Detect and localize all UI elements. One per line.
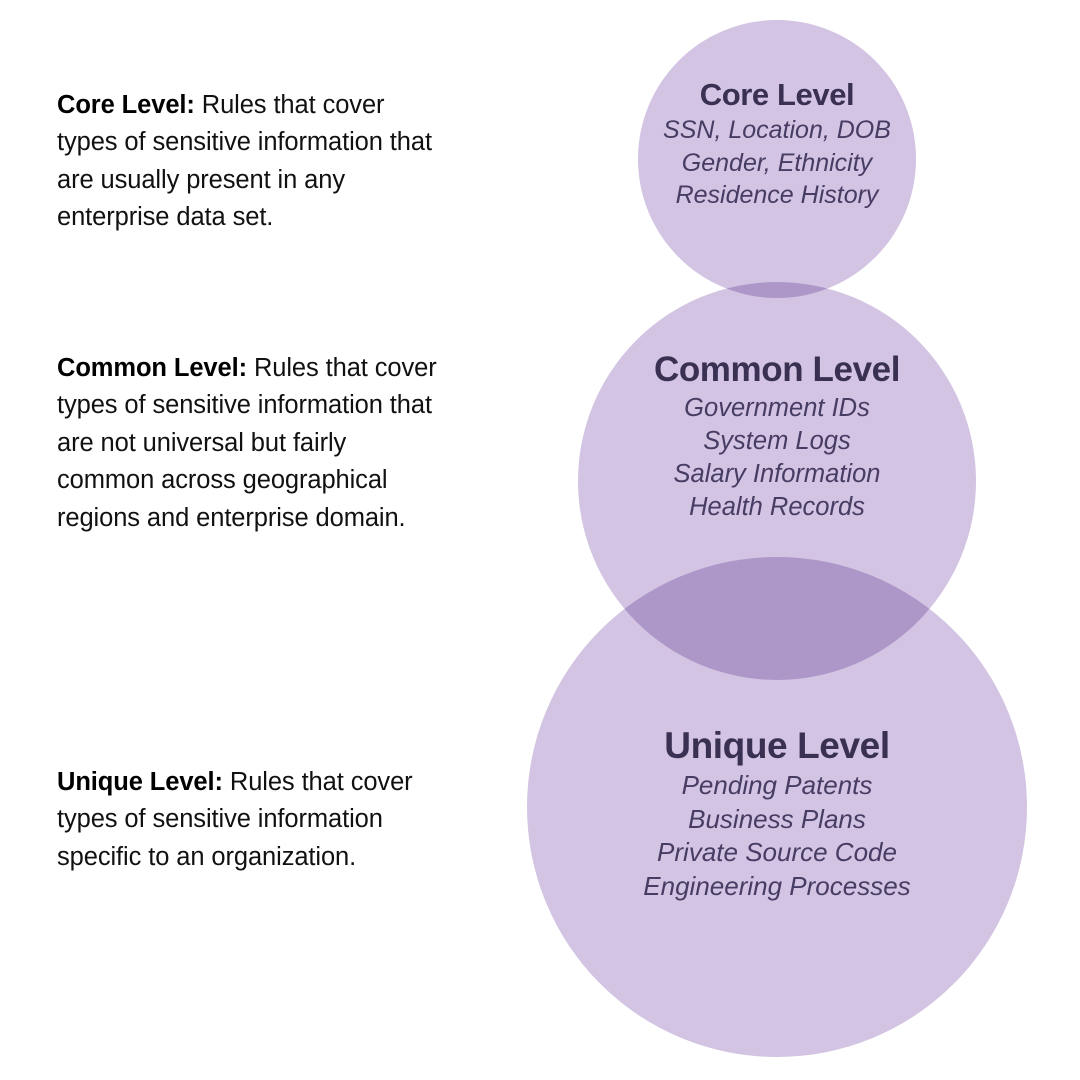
circle-item: Government IDs (684, 394, 870, 422)
circle-title-unique: Unique Level (664, 725, 890, 766)
description-core-level: Core Level: Rules that cover types of se… (57, 87, 442, 237)
circle-item: Business Plans (688, 803, 866, 834)
circle-item: System Logs (703, 427, 851, 455)
circle-item: Private Source Code (657, 837, 897, 867)
circle-item: Pending Patents (681, 770, 873, 800)
circle-item: Health Records (689, 493, 865, 521)
description-unique-level: Unique Level: Rules that cover types of … (57, 764, 442, 877)
label-block-unique: Unique Level Pending Patents Business Pl… (547, 723, 1007, 903)
circle-item: Gender, Ethnicity (681, 148, 873, 177)
circle-item: SSN, Location, DOB (663, 116, 891, 144)
circle-core-level (638, 20, 916, 298)
label-block-common: Common Level Government IDs System Logs … (547, 348, 1007, 524)
description-core-body: Rules that cover types of sensitive info… (57, 90, 432, 232)
circle-items-core: SSN, Location, DOB Gender, Ethnicity Res… (547, 114, 1007, 212)
circle-items-common: Government IDs System Logs Salary Inform… (547, 392, 1007, 524)
circle-item: Salary Information (673, 460, 881, 488)
description-core-lead: Core Level: (57, 90, 195, 119)
circle-items-unique: Pending Patents Business Plans Private S… (547, 769, 1007, 903)
label-block-core: Core Level SSN, Location, DOB Gender, Et… (547, 76, 1007, 212)
circle-unique-level (527, 557, 1027, 1057)
circle-title-common: Common Level (653, 350, 901, 389)
description-unique-body: Rules that cover types of sensitive info… (57, 767, 413, 871)
description-common-body: Rules that cover types of sensitive info… (57, 353, 437, 532)
circle-item: Engineering Processes (643, 870, 911, 901)
circle-title-core: Core Level (699, 77, 855, 112)
description-common-level: Common Level: Rules that cover types of … (57, 350, 442, 538)
circle-item: Residence History (675, 181, 879, 209)
description-unique-lead: Unique Level: (57, 767, 223, 796)
description-column: Core Level: Rules that cover types of se… (57, 0, 452, 1080)
description-common-lead: Common Level: (57, 353, 247, 382)
